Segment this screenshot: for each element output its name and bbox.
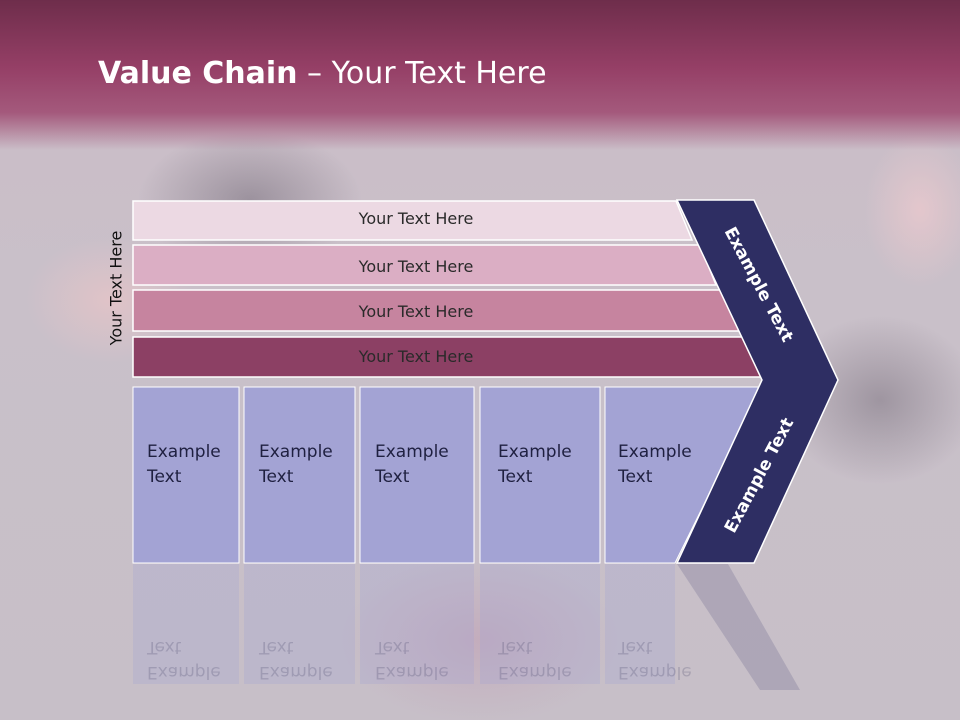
column-box-2 [243,386,356,564]
row-label-3: Your Text Here [358,302,474,321]
column-text-line: Text [618,467,653,487]
slide-title: Value Chain – Your Text Here [98,56,547,91]
column-text-line: Example [259,442,333,462]
column-box-1 [132,386,240,564]
column-text-reflection: Example Text [498,634,572,684]
column-text-line: Text [259,467,294,487]
reflection-line: Text [259,637,294,657]
column-text-reflection: Example Text [618,634,692,684]
column-text-line: Example [375,442,449,462]
column-text-reflection: Example Text [147,634,221,684]
column-text-2: Example Text [259,440,333,490]
reflection-line: Text [498,637,533,657]
column-text-line: Text [147,467,182,487]
row-bar-2 [132,244,718,286]
column-text-4: Example Text [498,440,572,490]
row-label-1: Your Text Here [358,209,474,228]
column-text-line: Example [147,442,221,462]
column-box-3 [359,386,475,564]
chevron-arrow [675,199,839,564]
title-bold: Value Chain [98,56,298,91]
title-bar [0,0,960,150]
column-text-line: Example [618,442,692,462]
column-text-reflection: Example Text [375,634,449,684]
row-label-2: Your Text Here [358,257,474,276]
column-reflection [244,564,355,684]
column-text-1: Example Text [147,440,221,490]
column-box-5 [604,386,763,564]
column-text-5: Example Text [618,440,692,490]
reflection-line: Example [498,662,572,682]
column-text-reflection: Example Text [259,634,333,684]
column-reflection [133,564,239,684]
reflection-line: Example [147,662,221,682]
chevron-reflection [677,564,800,690]
column-reflection [605,564,675,684]
column-reflection [480,564,600,684]
reflection-line: Example [618,662,692,682]
column-text-line: Example [498,442,572,462]
reflection-line: Text [147,637,182,657]
column-text-3: Example Text [375,440,449,490]
title-rest: – Your Text Here [297,56,547,91]
reflection-line: Example [259,662,333,682]
reflection-line: Text [375,637,410,657]
reflection-line: Example [375,662,449,682]
column-text-line: Text [375,467,410,487]
column-text-line: Text [498,467,533,487]
row-label-4: Your Text Here [358,347,474,366]
row-bar-1 [132,200,694,241]
column-reflection [360,564,474,684]
column-box-4 [479,386,601,564]
reflection-line: Text [618,637,653,657]
reflection [133,564,800,690]
